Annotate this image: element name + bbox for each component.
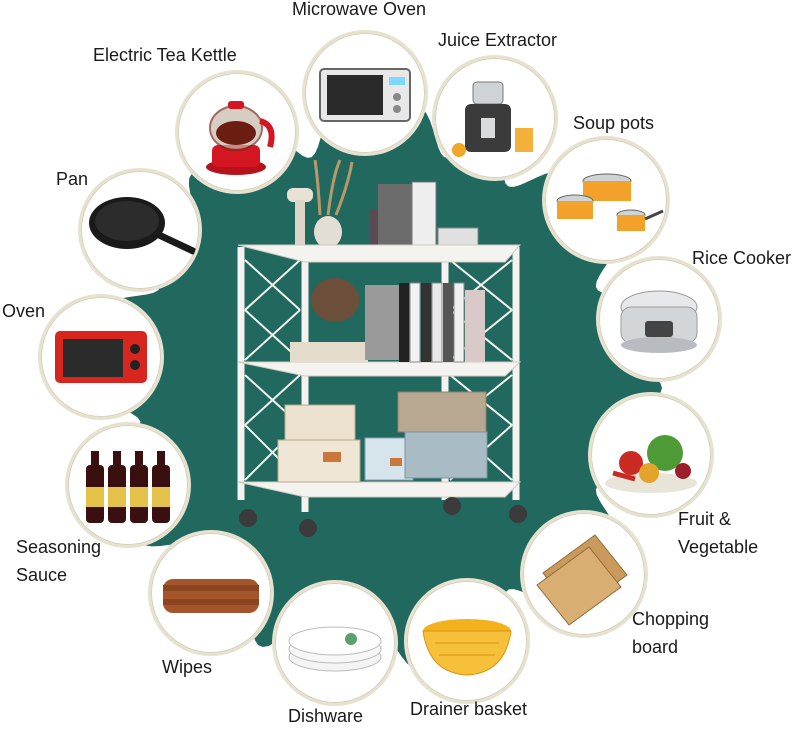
plates-icon (288, 626, 382, 672)
label-dish: Dishware (288, 706, 364, 726)
label-sauce-1: Seasoning (16, 537, 102, 557)
label-sauce-2: Sauce (16, 565, 68, 585)
sauce-circle (65, 422, 191, 548)
toaster-oven-icon (55, 331, 147, 383)
label-board-2: board (632, 637, 679, 657)
label-basket: Drainer basket (410, 699, 528, 719)
rice-circle (596, 256, 722, 382)
oven-circle (38, 294, 164, 420)
pan-circle (78, 168, 202, 292)
middle-shelf-items (290, 278, 485, 363)
label-pan: Pan (56, 169, 89, 189)
sauce-bottles-icon (86, 451, 170, 523)
juicer-icon (452, 81, 533, 157)
wipes-circle (148, 530, 274, 656)
kettle-circle (175, 70, 299, 194)
rice-cooker-icon (620, 290, 698, 353)
drainer-basket-icon (422, 619, 512, 676)
label-oven: Oven (2, 301, 46, 321)
board-circle (520, 510, 648, 638)
juicer-circle (432, 55, 558, 181)
top-decor (287, 159, 479, 249)
frying-pan-icon (89, 197, 197, 255)
label-rice: Rice Cooker (692, 248, 792, 268)
storage-cart-image (237, 159, 527, 537)
fruit-circle (588, 392, 714, 518)
microwave-circle (302, 30, 428, 156)
label-fruit-1: Fruit & (678, 509, 732, 529)
basket-circle (404, 578, 530, 704)
kettle-icon (206, 101, 275, 175)
label-board-1: Chopping (632, 609, 710, 629)
towel-icon (163, 579, 259, 613)
label-fruit-2: Vegetable (678, 537, 759, 557)
microwave-icon (319, 68, 411, 122)
cutting-board-icon (536, 534, 628, 626)
label-pots: Soup pots (573, 113, 655, 133)
label-microwave: Microwave Oven (292, 0, 427, 19)
badge-shape (94, 106, 662, 670)
bottom-shelf-items (277, 391, 488, 483)
label-juicer: Juice Extractor (438, 30, 558, 50)
soup-pot-icon (556, 173, 664, 231)
label-kettle: Electric Tea Kettle (93, 45, 237, 65)
pots-circle (542, 136, 670, 264)
vegetables-icon (605, 435, 697, 493)
dish-circle (272, 580, 398, 706)
label-wipes: Wipes (162, 657, 213, 677)
